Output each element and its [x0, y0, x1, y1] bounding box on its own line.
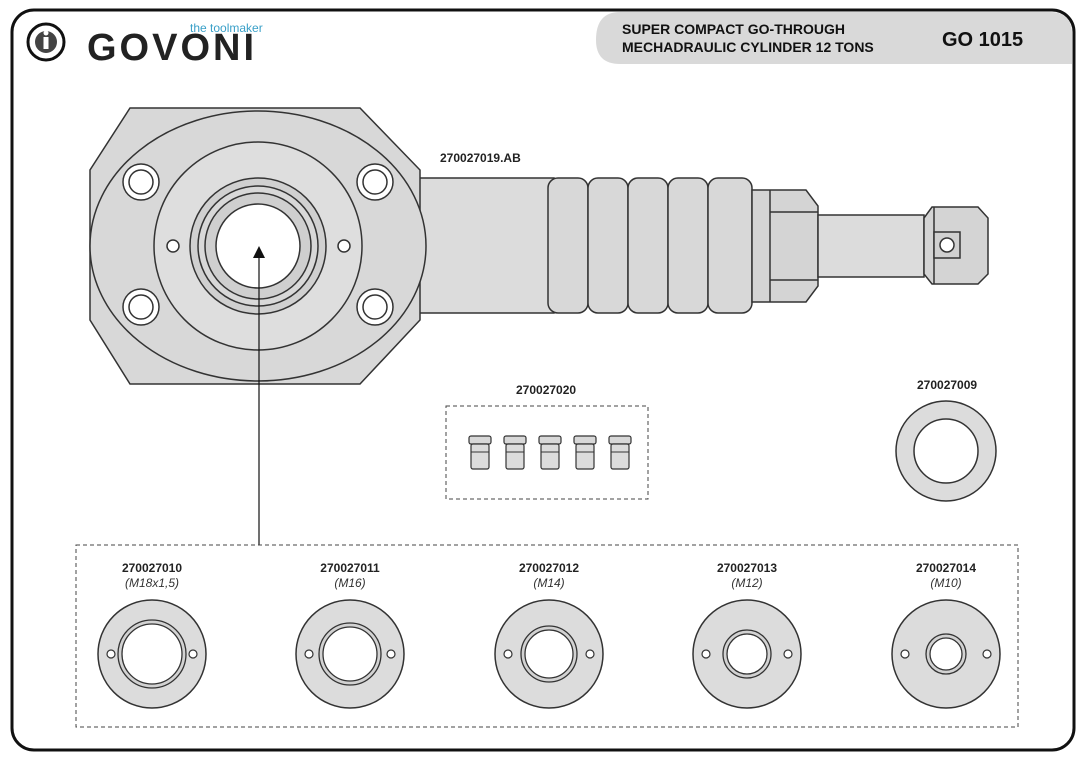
- adapter-code: 270027011: [320, 561, 380, 575]
- govoni-logo: GOVONI the toolmaker: [87, 21, 263, 69]
- adapter-code: 270027012: [519, 561, 579, 575]
- brand-tagline: the toolmaker: [190, 21, 263, 35]
- brand-wordmark: GOVONI: [87, 27, 257, 69]
- adapter-size: (M16): [334, 576, 365, 590]
- adapter-size: (M18x1,5): [125, 576, 179, 590]
- adapter-part: 270027011(M16): [295, 561, 405, 709]
- pins-box: [445, 405, 649, 500]
- pins-group: [468, 435, 632, 470]
- header-band: [596, 12, 1072, 64]
- pins-code: 270027020: [516, 383, 576, 397]
- leader-arrow: [253, 246, 265, 545]
- header-title-line2: MECHADRAULIC CYLINDER 12 TONS: [622, 39, 874, 55]
- pin-part: [608, 435, 632, 470]
- pin-part: [573, 435, 597, 470]
- washer-part: [895, 400, 997, 502]
- adapter-part: 270027014(M10): [891, 561, 1001, 709]
- cylinder-assembly: [89, 107, 989, 385]
- adapter-size: (M10): [930, 576, 961, 590]
- pin-part: [538, 435, 562, 470]
- adapter-part: 270027013(M12): [692, 561, 802, 709]
- adapter-size: (M12): [731, 576, 762, 590]
- adapters-box: [75, 544, 1019, 728]
- adapter-code: 270027014: [916, 561, 976, 575]
- header-code: GO 1015: [942, 29, 1023, 51]
- cylinder-code: 270027019.AB: [440, 151, 521, 165]
- adapter-part: 270027012(M14): [494, 561, 604, 709]
- adapter-code: 270027013: [717, 561, 777, 575]
- header-title-line1: SUPER COMPACT GO-THROUGH: [622, 21, 845, 37]
- adapter-code: 270027010: [122, 561, 182, 575]
- adapter-size: (M14): [533, 576, 564, 590]
- adapters-group: 270027010(M18x1,5)270027011(M16)27002701…: [97, 561, 1001, 709]
- washer-code: 270027009: [917, 378, 977, 392]
- adapter-part: 270027010(M18x1,5): [97, 561, 207, 709]
- info-icon[interactable]: [26, 22, 66, 62]
- pin-part: [503, 435, 527, 470]
- pin-part: [468, 435, 492, 470]
